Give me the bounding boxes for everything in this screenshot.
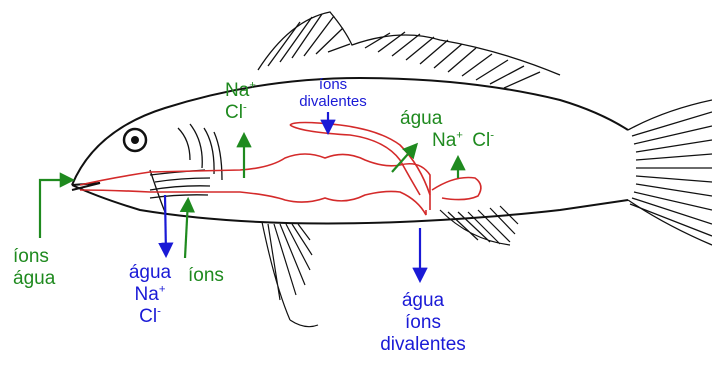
label-secreted-ions: Na+ Cl- [225,80,256,124]
label-gill-water-loss: água Na+ Cl- [118,262,182,328]
label-gill-ion-uptake: íons [188,265,224,287]
arrow-mouth-intake [40,180,72,238]
arrow-gill-loss [165,195,166,255]
arrow-gill-uptake [185,200,188,258]
label-urine-output: água íons divalentes [368,290,478,356]
label-ions-water-intake: íons água [13,246,55,290]
label-kidney-ions: Na+ Cl- [432,130,494,152]
label-kidney-water: água [400,108,442,130]
gill-arches [150,124,222,212]
eye [124,129,146,151]
green-arrows [40,135,458,258]
label-divalent-ions-in: íons divalentes [285,76,381,110]
tail-fin [628,100,712,245]
